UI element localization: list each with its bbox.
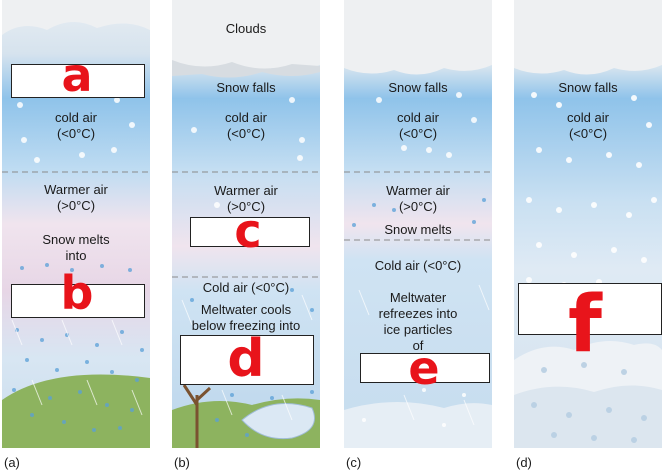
cold-air-label-c: cold air(<0°C) [397, 110, 439, 141]
cold-air-label-a: cold air(<0°C) [55, 110, 97, 141]
cold-air-lower-label-b: Cold air (<0°C) [202, 280, 290, 295]
warm-air-label-c: Warmer air(>0°C) [386, 183, 450, 214]
panel-c: Snow falls cold air(<0°C) Warmer air(>0°… [344, 0, 492, 448]
panel-d-background [514, 0, 662, 448]
answer-box-c[interactable] [190, 217, 310, 247]
panel-label-b: (b) [174, 455, 190, 470]
answer-box-d[interactable] [180, 335, 314, 385]
snow-falls-label-c: Snow falls [388, 80, 448, 95]
warm-air-label-b: Warmer air(>0°C) [214, 183, 278, 214]
warm-air-label-a: Warmer air(>0°C) [44, 182, 108, 213]
handwritten-answer-f: f [568, 280, 602, 370]
panel-label-d: (d) [516, 455, 532, 470]
panel-b: Clouds Snow falls cold air(<0°C) Warmer … [172, 0, 320, 448]
panel-d: Snow falls cold air(<0°C) f [514, 0, 662, 448]
cold-air-label-b: cold air(<0°C) [225, 110, 267, 141]
answer-box-a-top[interactable] [11, 64, 145, 98]
handwritten-answer-a: a [61, 48, 93, 102]
handwritten-answer-e: e [408, 341, 440, 395]
snow-falls-label-d: Snow falls [558, 80, 618, 95]
snow-melts-label-c: Snow melts [384, 222, 452, 237]
handwritten-answer-b: b [60, 266, 94, 320]
answer-box-e[interactable] [360, 353, 490, 383]
panel-label-a: (a) [4, 455, 20, 470]
snow-falls-label-b: Snow falls [216, 80, 276, 95]
answer-box-a-bottom[interactable] [11, 284, 145, 318]
handwritten-answer-c: c [234, 204, 262, 258]
cold-air-lower-label-c: Cold air (<0°C) [374, 258, 462, 273]
panel-label-c: (c) [346, 455, 362, 470]
clouds-label: Clouds [225, 21, 267, 36]
cold-air-label-d: cold air(<0°C) [567, 110, 609, 141]
panel-a: a cold air(<0°C) Warmer air(>0°C) Snow m… [2, 0, 150, 448]
handwritten-answer-d: d [227, 329, 265, 389]
